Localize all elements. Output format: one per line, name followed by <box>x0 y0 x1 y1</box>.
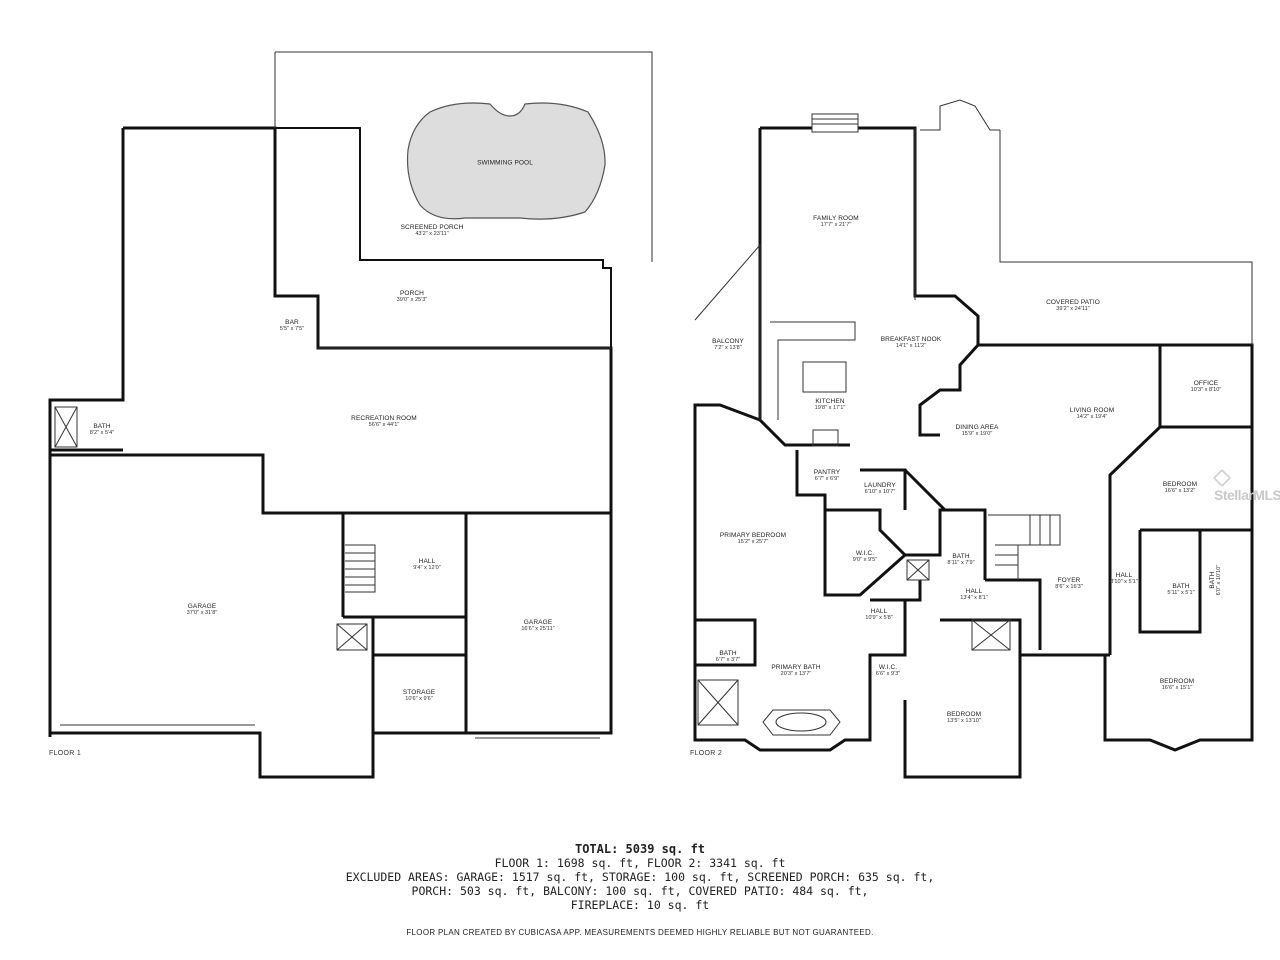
total-area: TOTAL: 5039 sq. ft <box>574 842 706 856</box>
excluded-areas-line-3: FIREPLACE: 10 sq. ft <box>570 898 710 912</box>
floor-1-label: FLOOR 1 <box>49 750 82 757</box>
excluded-areas-line-2: PORCH: 503 sq. ft, BALCONY: 100 sq. ft, … <box>411 884 869 898</box>
area-summary: TOTAL: 5039 sq. ft FLOOR 1: 1698 sq. ft,… <box>0 842 1280 912</box>
watermark-logo: StellarMLS <box>1212 468 1280 503</box>
excluded-areas-line-1: EXCLUDED AREAS: GARAGE: 1517 sq. ft, STO… <box>345 870 935 884</box>
swimming-pool <box>406 102 606 220</box>
logo-icon <box>1212 468 1232 488</box>
floor-2-label: FLOOR 2 <box>690 750 723 757</box>
floor-areas: FLOOR 1: 1698 sq. ft, FLOOR 2: 3341 sq. … <box>494 856 786 870</box>
disclaimer: FLOOR PLAN CREATED BY CUBICASA APP. MEAS… <box>406 928 874 937</box>
